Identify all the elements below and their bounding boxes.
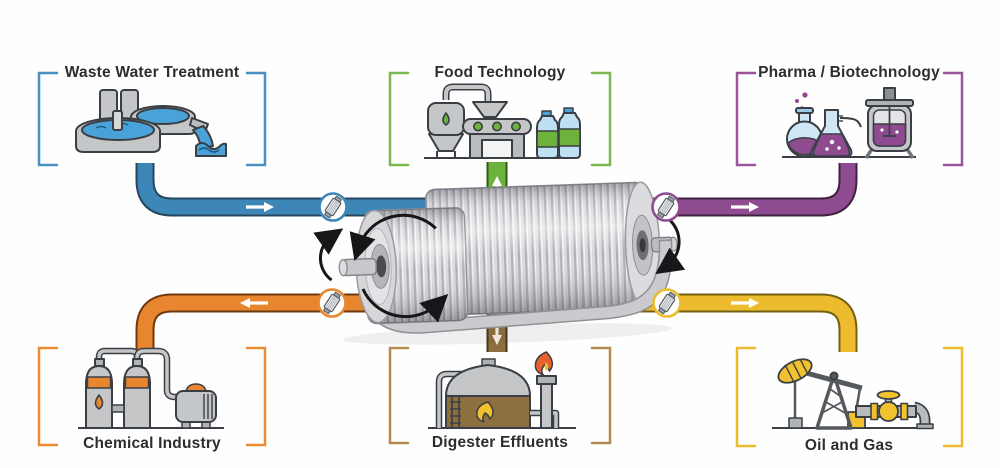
pipe-oil-gas [570, 293, 858, 352]
filter-badges [317, 192, 682, 318]
filter-cartridge-badge-orange [317, 288, 347, 318]
rotating-disc-filter-icon [313, 181, 686, 345]
filter-cartridge-badge-blue [318, 192, 348, 222]
lab-flasks-bioreactor-icon [782, 87, 916, 159]
label-food-technology: Food Technology [434, 64, 566, 81]
flare-stack-icon [530, 351, 560, 429]
filter-cartridge-badge-purple [651, 192, 681, 222]
pipeline-valve-icon [855, 390, 934, 430]
bottle-icon [558, 107, 581, 159]
pump-icon [175, 383, 217, 429]
label-waste-water-treatment: Waste Water Treatment [64, 64, 240, 81]
wastewater-clarifier-icon [75, 89, 227, 157]
frame-oil-gas [735, 346, 964, 448]
chemical-tank-icon [123, 365, 151, 429]
label-oil-and-gas: Oil and Gas [804, 437, 894, 454]
bioreactor-icon [864, 87, 915, 159]
pipe-pharma [570, 163, 858, 217]
pipe-chemical [135, 293, 430, 352]
bracket-frames [37, 71, 964, 448]
label-chemical-industry: Chemical Industry [83, 435, 221, 452]
frame-chemical [37, 346, 267, 447]
pumpjack-icon [777, 358, 866, 430]
frame-waste-water [37, 71, 267, 167]
flow-arrow-right-icon [731, 202, 759, 212]
rotation-arrows [313, 213, 686, 323]
frame-pharma [735, 71, 964, 167]
device-right-face [624, 181, 678, 309]
bottle-icon [536, 110, 559, 159]
chemical-tank-icon [85, 365, 113, 429]
digester-tank-flare-icon [428, 351, 576, 429]
pumpjack-valve-icon [772, 358, 934, 430]
frame-digester [388, 346, 612, 445]
flow-arrow-right-icon [731, 298, 759, 308]
digester-tank-icon [445, 358, 531, 429]
flow-arrow-left-icon [240, 298, 268, 308]
erlenmeyer-flask-icon [810, 109, 853, 157]
round-flask-icon [786, 107, 823, 158]
label-digester-effluents: Digester Effluents [431, 434, 569, 451]
chemical-tanks-pump-icon [78, 347, 224, 429]
pipe-waste-water [135, 163, 430, 217]
label-pharma-biotechnology: Pharma / Biotechnology [758, 64, 940, 81]
frame-food [388, 71, 612, 167]
food-processing-line-icon [424, 83, 581, 159]
filter-cartridge-badge-yellow [652, 288, 682, 318]
flow-arrow-right-icon [246, 202, 274, 212]
